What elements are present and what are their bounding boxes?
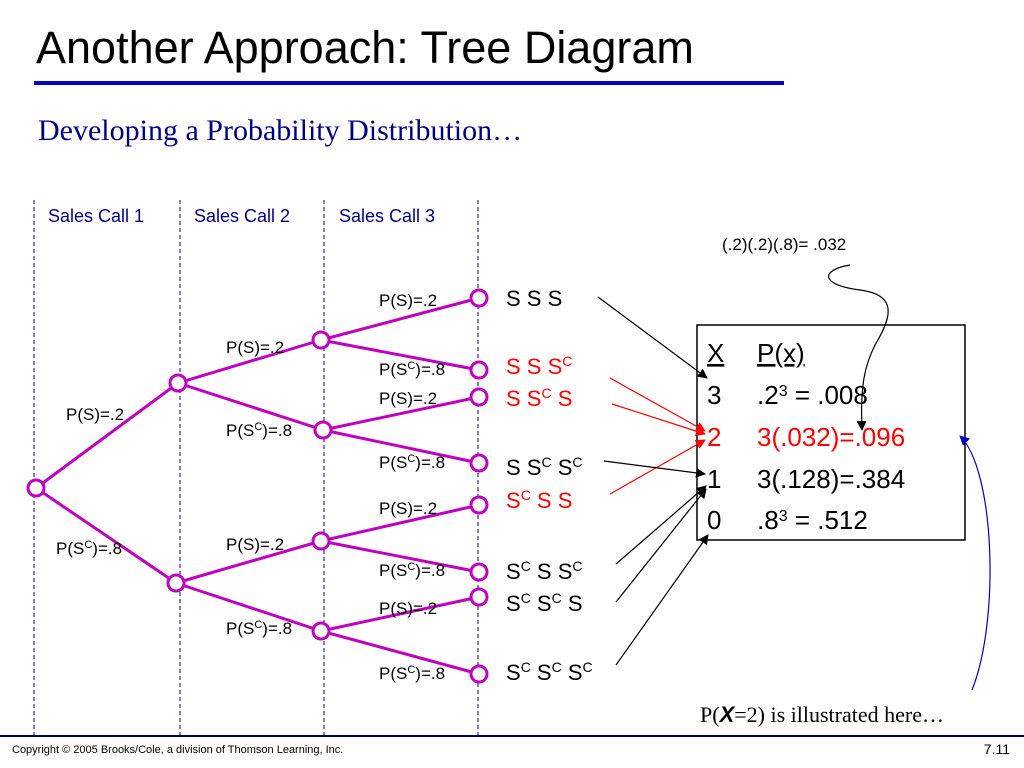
outcome-label: S S S xyxy=(506,286,562,311)
tree-node xyxy=(469,664,489,684)
branch-label: P(SC)=.8 xyxy=(379,561,445,580)
branch-label: P(SC)=.8 xyxy=(226,421,292,440)
branch xyxy=(322,428,480,465)
table-cell-x: 0 xyxy=(707,505,721,535)
tree-branches xyxy=(35,296,480,676)
table-cell-x: 1 xyxy=(707,464,721,494)
outcome-arrows xyxy=(597,296,709,666)
branch xyxy=(320,539,480,574)
tree-node xyxy=(168,373,188,393)
branch-label: P(S)=.2 xyxy=(379,291,437,310)
arrow xyxy=(615,534,709,666)
arrow xyxy=(611,403,706,436)
arrow xyxy=(609,439,706,495)
table-cell-p: .83 = .512 xyxy=(757,505,868,535)
distribution-table-box xyxy=(696,324,966,541)
outcome-label: SC S S xyxy=(506,487,572,513)
copyright: Copyright © 2005 Brooks/Cole, a division… xyxy=(12,744,344,756)
tree-nodes xyxy=(26,288,489,684)
footnote-prefix: P( xyxy=(700,702,720,727)
page-number: 7.11 xyxy=(983,741,1010,757)
branch xyxy=(177,381,324,432)
arrow xyxy=(615,488,707,603)
footer-rule xyxy=(0,735,1024,737)
table-header-p: P(x) xyxy=(757,338,805,368)
outcome-label: S SC S xyxy=(506,385,572,411)
outcome-label: SC SC S xyxy=(506,590,583,616)
branch-label: P(SC)=.8 xyxy=(379,360,445,379)
branch xyxy=(35,486,177,585)
branch xyxy=(35,381,179,490)
arrow xyxy=(603,460,706,478)
tree-node xyxy=(469,562,489,582)
branch-label: P(S)=.2 xyxy=(226,338,284,357)
branch-label: P(SC)=.8 xyxy=(226,619,292,638)
branch-label: P(S)=.2 xyxy=(379,499,437,518)
tree-node xyxy=(469,387,489,407)
branch xyxy=(320,338,480,372)
computation-annotation: (.2)(.2)(.8)= .032 xyxy=(722,235,846,254)
branch-label: P(SC)=.8 xyxy=(379,664,445,683)
footnote-arrow xyxy=(959,435,991,691)
arrow xyxy=(609,377,706,432)
branch xyxy=(320,296,480,342)
branch-label: P(S)=.2 xyxy=(226,535,284,554)
arrow xyxy=(615,485,707,565)
branch-label: P(SC)=.8 xyxy=(379,453,445,472)
branch-labels: P(S)=.2 P(SC)=.8 P(S)=.2 P(SC)=.8 P(S)=.… xyxy=(56,291,445,683)
column-header-call-1: Sales Call 1 xyxy=(48,206,144,226)
tree-node xyxy=(26,478,46,498)
footnote: P(X=2) is illustrated here… xyxy=(700,702,944,727)
page-subtitle: Developing a Probability Distribution… xyxy=(38,114,523,147)
table-cell-p: 3(.032)=.096 xyxy=(757,422,905,452)
tree-node xyxy=(469,360,489,380)
tree-node xyxy=(166,573,186,593)
tree-node xyxy=(311,621,331,641)
branch-label: P(S)=.2 xyxy=(379,389,437,408)
table-cell-x: 2 xyxy=(707,422,721,452)
tree-node xyxy=(469,495,489,515)
annotation-curve xyxy=(828,264,889,431)
branch xyxy=(175,581,322,633)
column-header-call-2: Sales Call 2 xyxy=(194,206,290,226)
tree-node xyxy=(313,420,333,440)
branch xyxy=(177,338,322,385)
page-title: Another Approach: Tree Diagram xyxy=(36,22,694,73)
arrow xyxy=(597,296,708,379)
tree-node xyxy=(469,587,489,607)
column-header-call-3: Sales Call 3 xyxy=(339,206,435,226)
footnote-variable: X xyxy=(718,702,736,727)
table-cell-x: 3 xyxy=(707,380,721,410)
outcome-label: S S SC xyxy=(506,353,572,379)
branch xyxy=(320,503,480,543)
table-cell-p: .23 = .008 xyxy=(757,380,868,410)
outcome-label: SC S SC xyxy=(506,558,583,584)
branch xyxy=(320,629,480,676)
outcome-label: S SC SC xyxy=(506,454,583,480)
tree-node xyxy=(311,330,331,350)
table-header-x: X xyxy=(707,338,724,368)
footnote-suffix: =2) is illustrated here… xyxy=(734,702,944,727)
distribution-table: X P(x) 3 .23 = .008 2 3(.032)=.096 1 3(.… xyxy=(707,338,905,535)
branch xyxy=(322,395,480,432)
outcome-label: SC SC SC xyxy=(506,659,593,685)
branch xyxy=(320,595,480,633)
tree-node xyxy=(469,288,489,308)
outcome-labels: S S S S S SC S SC S S SC SC SC S S SC S … xyxy=(506,286,593,685)
branch-label: P(S)=.2 xyxy=(66,405,124,424)
title-underline xyxy=(34,81,784,85)
branch-label: P(SC)=.8 xyxy=(56,539,122,558)
table-cell-p: 3(.128)=.384 xyxy=(757,464,905,494)
tree-node xyxy=(469,453,489,473)
branch-label: P(S)=.2 xyxy=(379,599,437,618)
branch xyxy=(175,539,322,585)
tree-node xyxy=(311,531,331,551)
